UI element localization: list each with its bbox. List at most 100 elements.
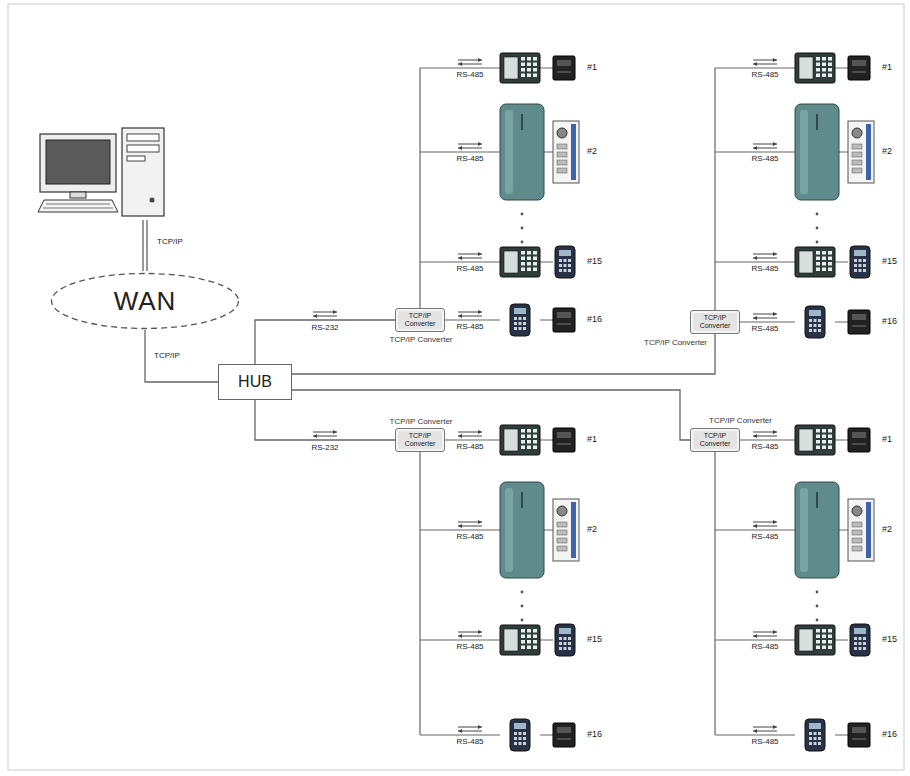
monitor-screen <box>46 140 110 184</box>
device-wire <box>715 67 795 68</box>
keypad-key <box>564 264 567 267</box>
monitor-stand <box>70 192 86 198</box>
keypad-key <box>527 74 531 78</box>
signal-arrow-head <box>478 725 482 729</box>
reader-body <box>848 310 870 334</box>
signal-arrow-head <box>753 146 757 150</box>
keypad-key <box>533 640 537 644</box>
device-number: #2 <box>586 147 598 157</box>
protocol-label: RS-485 <box>455 738 484 747</box>
keypad-key <box>527 435 531 439</box>
panel-strip <box>571 124 576 180</box>
keypad-key <box>828 635 832 639</box>
device-number: #15 <box>586 257 603 267</box>
keypad-key <box>809 742 812 745</box>
device-wire <box>715 529 795 530</box>
keypad-key <box>523 737 526 740</box>
keypad-key <box>822 635 826 639</box>
signal-arrow-head <box>458 729 462 733</box>
keypad-key <box>519 327 522 330</box>
keypad-key <box>533 435 537 439</box>
continuation-dot <box>816 591 819 594</box>
signal-arrow-head <box>458 634 462 638</box>
controller-face <box>504 57 518 79</box>
keypad-key <box>533 251 537 255</box>
continuation-dot <box>816 241 819 244</box>
keypad-key <box>822 446 826 450</box>
panel-button <box>852 144 862 149</box>
keypad-key <box>514 322 517 325</box>
continuation-dot <box>521 619 524 622</box>
keypad-key <box>859 637 862 640</box>
keypad-key <box>533 629 537 633</box>
signal-arrow-head <box>478 520 482 524</box>
continuation-dot <box>521 605 524 608</box>
keypad-key <box>854 637 857 640</box>
keypad-key <box>521 629 525 633</box>
signal-arrow-head <box>478 310 482 314</box>
keypad-key <box>519 732 522 735</box>
reader-line <box>852 444 866 445</box>
keypad-key <box>822 262 826 266</box>
keypad-reader-display <box>514 723 526 729</box>
reader-highlight <box>505 110 513 194</box>
signal-arrow-head <box>478 630 482 634</box>
reader-line <box>557 72 571 73</box>
keypad-key <box>863 264 866 267</box>
connector-label: RS-232 <box>310 324 339 333</box>
intercom-panel <box>848 121 874 183</box>
signal-arrow-head <box>753 62 757 66</box>
keypad-key <box>521 68 525 72</box>
bus-wire <box>714 68 715 322</box>
keypad-key <box>828 446 832 450</box>
keypad-key <box>816 646 820 650</box>
long-range-reader <box>795 104 839 200</box>
device-link <box>835 68 848 69</box>
keypad-key <box>533 74 537 78</box>
connector <box>255 320 395 364</box>
signal-arrow-head <box>753 256 757 260</box>
wan-label: WAN <box>114 286 177 317</box>
keypad-key <box>521 262 525 266</box>
hub-box: HUB <box>218 364 292 400</box>
controller-face <box>799 629 813 651</box>
image-frame <box>8 4 904 770</box>
keypad-key <box>818 324 821 327</box>
converter-text: TCP/IP Converter <box>694 314 736 329</box>
keypad-key <box>533 63 537 67</box>
keypad-key <box>863 269 866 272</box>
keypad-key <box>828 251 832 255</box>
controller-case <box>500 625 540 655</box>
keypad-reader-display <box>809 310 821 316</box>
keypad-key <box>828 257 832 261</box>
keypad-key <box>859 259 862 262</box>
signal-arrow-head <box>478 142 482 146</box>
keypad-key <box>822 435 826 439</box>
continuation-dot <box>521 227 524 230</box>
signal-arrow-head <box>333 430 337 434</box>
device-number: #16 <box>586 730 603 740</box>
device-wire <box>715 151 795 152</box>
keypad-key <box>564 637 567 640</box>
signal-arrow-head <box>313 314 317 318</box>
connector-label: RS-232 <box>310 444 339 453</box>
panel-camera <box>557 128 567 138</box>
keypad-key <box>828 262 832 266</box>
keypad-key <box>814 732 817 735</box>
keypad-key <box>521 635 525 639</box>
controller-case <box>500 247 540 277</box>
keypad-key <box>818 329 821 332</box>
keypad-key <box>816 68 820 72</box>
keypad-key <box>568 264 571 267</box>
keypad-key <box>519 322 522 325</box>
panel-button <box>852 522 862 527</box>
keypad-key <box>854 264 857 267</box>
panel-button <box>557 530 567 535</box>
bus-wire <box>714 440 715 735</box>
keyboard <box>38 200 118 212</box>
signal-arrow-head <box>773 430 777 434</box>
device-wire <box>420 529 500 530</box>
device-link <box>835 640 848 641</box>
